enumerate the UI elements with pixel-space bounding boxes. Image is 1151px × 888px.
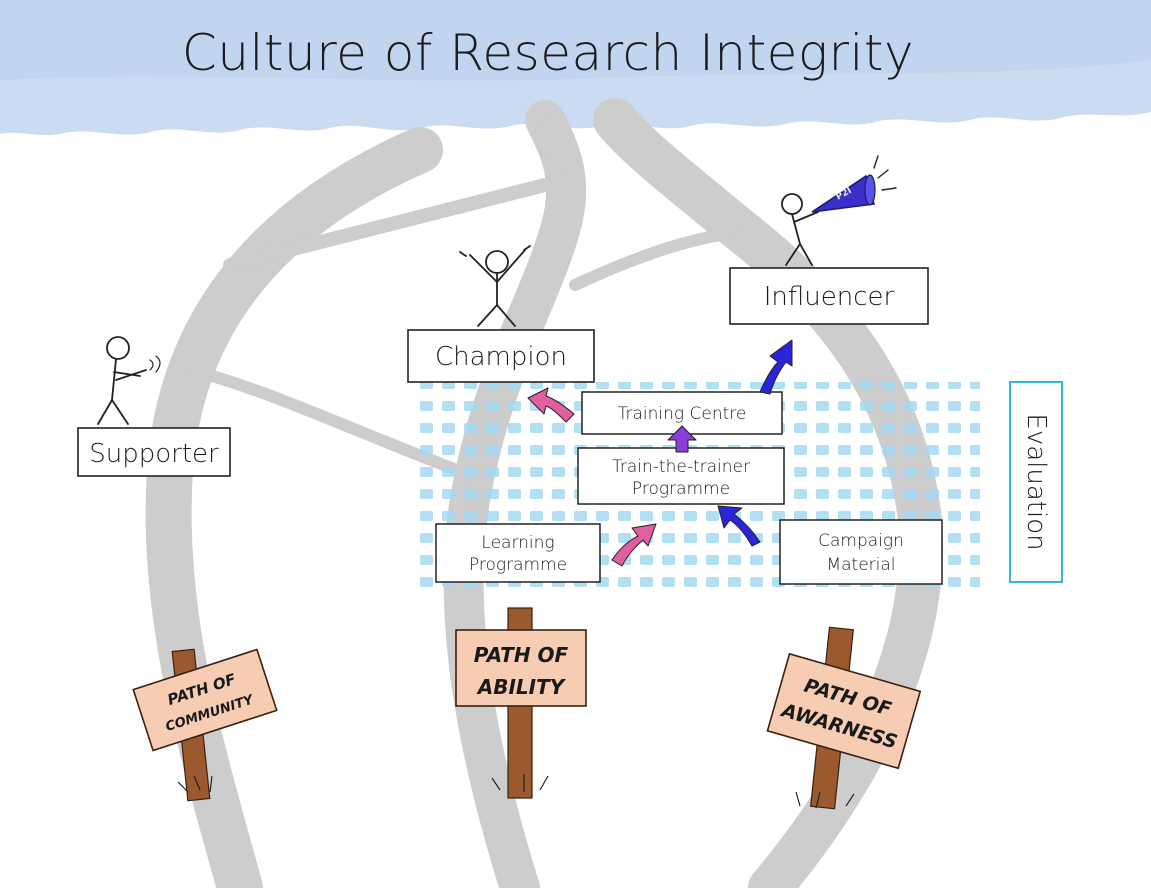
- arrow-centre-to-champion: [527, 387, 575, 423]
- sign-ability-line2: ABILITY: [476, 675, 567, 699]
- train-the-trainer-label-line1: Train-the-trainer: [612, 457, 750, 477]
- arrow-centre-to-influencer: [759, 339, 793, 395]
- campaign-material-label-line2: Material: [826, 555, 895, 575]
- influencer-figure: P2I: [781, 155, 897, 266]
- signpost-awareness: PATH OF AWARNESS: [766, 626, 922, 810]
- evaluation-label: Evaluation: [1021, 413, 1051, 550]
- learning-programme-box: Learning Programme: [435, 523, 601, 583]
- learning-programme-label-line1: Learning: [481, 533, 554, 553]
- influencer-box: Influencer: [729, 267, 929, 325]
- supporter-label: Supporter: [89, 439, 219, 469]
- arrow-campaign-to-trainer: [717, 505, 761, 547]
- arrow-learning-to-trainer: [611, 523, 657, 567]
- signpost-ability: PATH OF ABILITY: [455, 607, 587, 799]
- learning-programme-label-line2: Programme: [469, 555, 567, 575]
- sky-banner: [0, 0, 1151, 136]
- arrows: [527, 339, 793, 567]
- campaign-material-label-line1: Campaign: [818, 531, 904, 551]
- supporter-figure: [97, 336, 161, 425]
- influencer-label: Influencer: [764, 282, 895, 312]
- sign-ability-line1: PATH OF: [474, 643, 569, 667]
- campaign-material-box: Campaign Material: [779, 519, 943, 585]
- arrow-trainer-to-centre: [667, 425, 697, 453]
- signpost-community: PATH OF COMMUNITY: [132, 648, 278, 802]
- evaluation-box: Evaluation: [1009, 381, 1063, 583]
- supporter-box: Supporter: [77, 427, 231, 477]
- champion-figure: [459, 245, 531, 327]
- training-centre-label: Training Centre: [618, 404, 747, 424]
- train-the-trainer-box: Train-the-trainer Programme: [577, 447, 785, 505]
- champion-box: Champion: [407, 329, 595, 383]
- diagram-title: Culture of Research Integrity: [182, 24, 914, 82]
- champion-label: Champion: [435, 342, 567, 372]
- train-the-trainer-label-line2: Programme: [632, 479, 730, 499]
